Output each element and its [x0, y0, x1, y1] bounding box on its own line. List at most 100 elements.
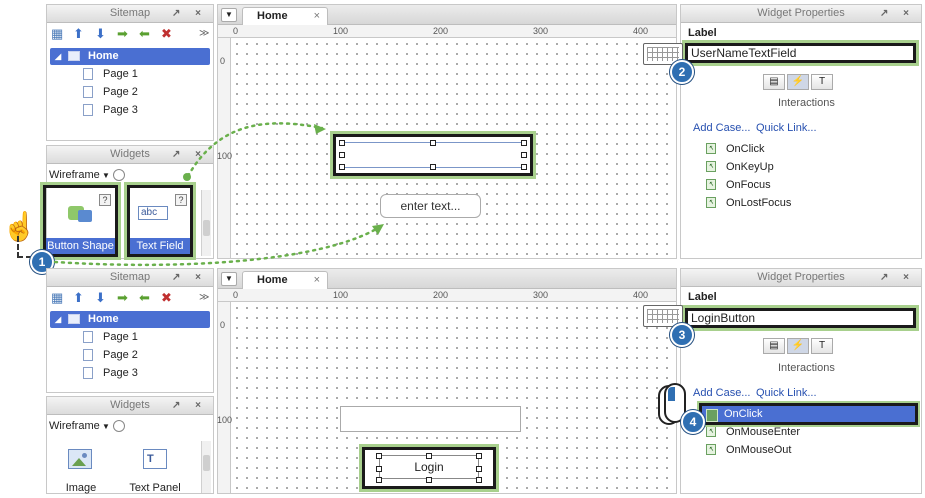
- quick-link-link[interactable]: Quick Link...: [756, 387, 817, 399]
- text-field-widget[interactable]: [340, 406, 521, 432]
- collapse-icon[interactable]: ◢: [55, 315, 62, 324]
- outdent-icon[interactable]: ⬅: [139, 290, 150, 305]
- panel-controls[interactable]: ↗ ×: [172, 8, 207, 19]
- properties-tabs: ▤ ⚡ T: [763, 74, 835, 90]
- chevron-down-icon[interactable]: ≫: [199, 28, 210, 39]
- interactions-tab-icon[interactable]: ⚡: [787, 74, 809, 90]
- outdent-icon[interactable]: ⬅: [139, 26, 150, 41]
- widget-text-field[interactable]: abc ? Text Field: [127, 185, 193, 257]
- tab-home-label: Home: [257, 10, 288, 22]
- add-case-link[interactable]: Add Case...: [693, 387, 751, 399]
- tab-menu-icon[interactable]: ▼: [221, 8, 237, 22]
- panel-controls[interactable]: ↗ ×: [880, 272, 915, 283]
- move-down-icon[interactable]: ⬇: [95, 26, 106, 41]
- resize-handle[interactable]: [339, 140, 345, 146]
- widget-image[interactable]: Image: [51, 447, 111, 494]
- page-icon: [83, 349, 93, 361]
- delete-page-icon[interactable]: ✖: [161, 26, 172, 41]
- panel-controls[interactable]: ↗ ×: [880, 8, 915, 19]
- label-input[interactable]: UserNameTextField: [685, 43, 916, 63]
- notes-tab-icon[interactable]: ▤: [763, 74, 785, 90]
- sitemap-home-label: Home: [88, 50, 119, 62]
- text-panel-icon-text: T: [147, 453, 154, 465]
- move-up-icon[interactable]: ⬆: [73, 290, 84, 305]
- event-onclick-selected[interactable]: OnClick: [699, 403, 918, 425]
- scroll-thumb[interactable]: [203, 220, 210, 236]
- drag-start-dot: [183, 173, 191, 181]
- scroll-thumb[interactable]: [203, 455, 210, 471]
- event-icon: ↖: [706, 197, 716, 208]
- widgets-scrollbar[interactable]: [201, 190, 211, 256]
- close-icon[interactable]: ×: [313, 10, 320, 22]
- move-up-icon[interactable]: ⬆: [73, 26, 84, 41]
- help-icon[interactable]: ?: [99, 194, 111, 206]
- resize-handle[interactable]: [521, 140, 527, 146]
- resize-handle[interactable]: [376, 453, 382, 459]
- format-tab-icon[interactable]: T: [811, 338, 833, 354]
- event-label: OnKeyUp: [726, 161, 774, 173]
- resize-handle[interactable]: [426, 477, 432, 483]
- widget-text-panel[interactable]: T Text Panel: [119, 447, 191, 494]
- ruler-label: 100: [333, 26, 349, 36]
- text-field-widget-selected[interactable]: [333, 134, 533, 176]
- label-input[interactable]: LoginButton: [685, 308, 916, 328]
- panel-controls[interactable]: ↗ ×: [172, 272, 207, 283]
- widgets-scrollbar[interactable]: [201, 441, 211, 493]
- sitemap-item-home[interactable]: ◢ Home: [50, 311, 210, 328]
- quick-link-link[interactable]: Quick Link...: [756, 122, 817, 134]
- widget-button-shape[interactable]: ? Button Shape: [43, 185, 118, 257]
- resize-handle[interactable]: [376, 477, 382, 483]
- text-field-placeholder-widget[interactable]: enter text...: [380, 194, 481, 218]
- ruler-label: 0: [233, 290, 239, 300]
- help-icon[interactable]: ?: [175, 194, 187, 206]
- ruler-label: 300: [533, 290, 549, 300]
- close-icon[interactable]: ×: [313, 274, 320, 286]
- chevron-down-icon[interactable]: ≫: [199, 292, 210, 303]
- delete-page-icon[interactable]: ✖: [161, 290, 172, 305]
- add-case-link[interactable]: Add Case...: [693, 122, 751, 134]
- add-page-icon[interactable]: ▦: [51, 290, 64, 305]
- search-icon[interactable]: [113, 169, 125, 181]
- event-label: OnMouseOut: [726, 444, 792, 456]
- page-icon: [83, 104, 93, 116]
- page-icon: [83, 367, 93, 379]
- format-tab-icon[interactable]: T: [811, 74, 833, 90]
- panel-controls[interactable]: ↗ ×: [172, 149, 207, 160]
- tab-menu-icon[interactable]: ▼: [221, 272, 237, 286]
- interactions-tab-icon[interactable]: ⚡: [787, 338, 809, 354]
- library-dropdown[interactable]: Wireframe ▼: [49, 169, 110, 181]
- tab-home[interactable]: Home ×: [242, 7, 328, 25]
- resize-handle[interactable]: [430, 140, 436, 146]
- resize-handle[interactable]: [476, 477, 482, 483]
- resize-handle[interactable]: [339, 164, 345, 170]
- resize-handle[interactable]: [430, 164, 436, 170]
- resize-handle[interactable]: [476, 466, 482, 472]
- resize-handle[interactable]: [521, 164, 527, 170]
- resize-handle[interactable]: [339, 152, 345, 158]
- collapse-icon[interactable]: ◢: [55, 52, 62, 61]
- panel-controls[interactable]: ↗ ×: [172, 400, 207, 411]
- move-down-icon[interactable]: ⬇: [95, 290, 106, 305]
- resize-handle[interactable]: [521, 152, 527, 158]
- login-button-selected[interactable]: Login: [362, 447, 496, 489]
- resize-handle[interactable]: [426, 453, 432, 459]
- tab-home[interactable]: Home ×: [242, 271, 328, 289]
- notes-tab-icon[interactable]: ▤: [763, 338, 785, 354]
- indent-icon[interactable]: ➡: [117, 290, 128, 305]
- step-badge-2: 2: [670, 60, 694, 84]
- indent-icon[interactable]: ➡: [117, 26, 128, 41]
- search-icon[interactable]: [113, 420, 125, 432]
- resize-handle[interactable]: [376, 466, 382, 472]
- event-label: OnFocus: [726, 179, 771, 191]
- ruler-label: 100: [333, 290, 349, 300]
- login-button[interactable]: Login: [379, 455, 479, 479]
- library-dropdown[interactable]: Wireframe ▼: [49, 420, 110, 432]
- ruler-label: 400: [633, 26, 649, 36]
- keyboard-icon: [643, 305, 683, 327]
- dashed-connector: [17, 236, 41, 258]
- resize-handle[interactable]: [476, 453, 482, 459]
- sitemap-page-label: Page 1: [103, 68, 138, 80]
- ruler-label: 200: [433, 290, 449, 300]
- sitemap-item-home[interactable]: ◢ Home: [50, 48, 210, 65]
- add-page-icon[interactable]: ▦: [51, 26, 64, 41]
